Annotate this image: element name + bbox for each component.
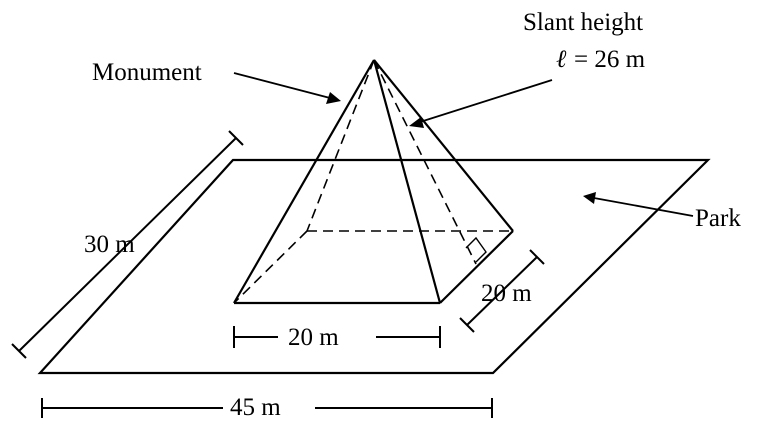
slant-value: = 26 m	[574, 46, 646, 73]
dimension-park-depth	[11, 130, 244, 359]
slant-height-title: Slant height	[523, 9, 643, 36]
park-arrowhead	[583, 192, 596, 204]
slant-symbol: ℓ	[556, 46, 567, 73]
leader-lines	[233, 72, 694, 217]
monument-arrowhead	[326, 92, 341, 104]
park-label: Park	[695, 205, 741, 232]
base-front-label: 20 m	[288, 324, 339, 351]
right-angle-marker	[465, 236, 487, 263]
pyramid-edges	[233, 59, 514, 305]
pyramid-hidden-edges	[233, 59, 513, 304]
slant-arrowhead	[409, 117, 424, 128]
dimension-base-side	[459, 249, 545, 333]
base-side-label: 20 m	[481, 280, 532, 307]
park-width-label: 45 m	[230, 394, 281, 418]
park-boundary	[37, 158, 711, 375]
park-depth-label: 30 m	[84, 231, 135, 258]
monument-label: Monument	[92, 59, 202, 86]
